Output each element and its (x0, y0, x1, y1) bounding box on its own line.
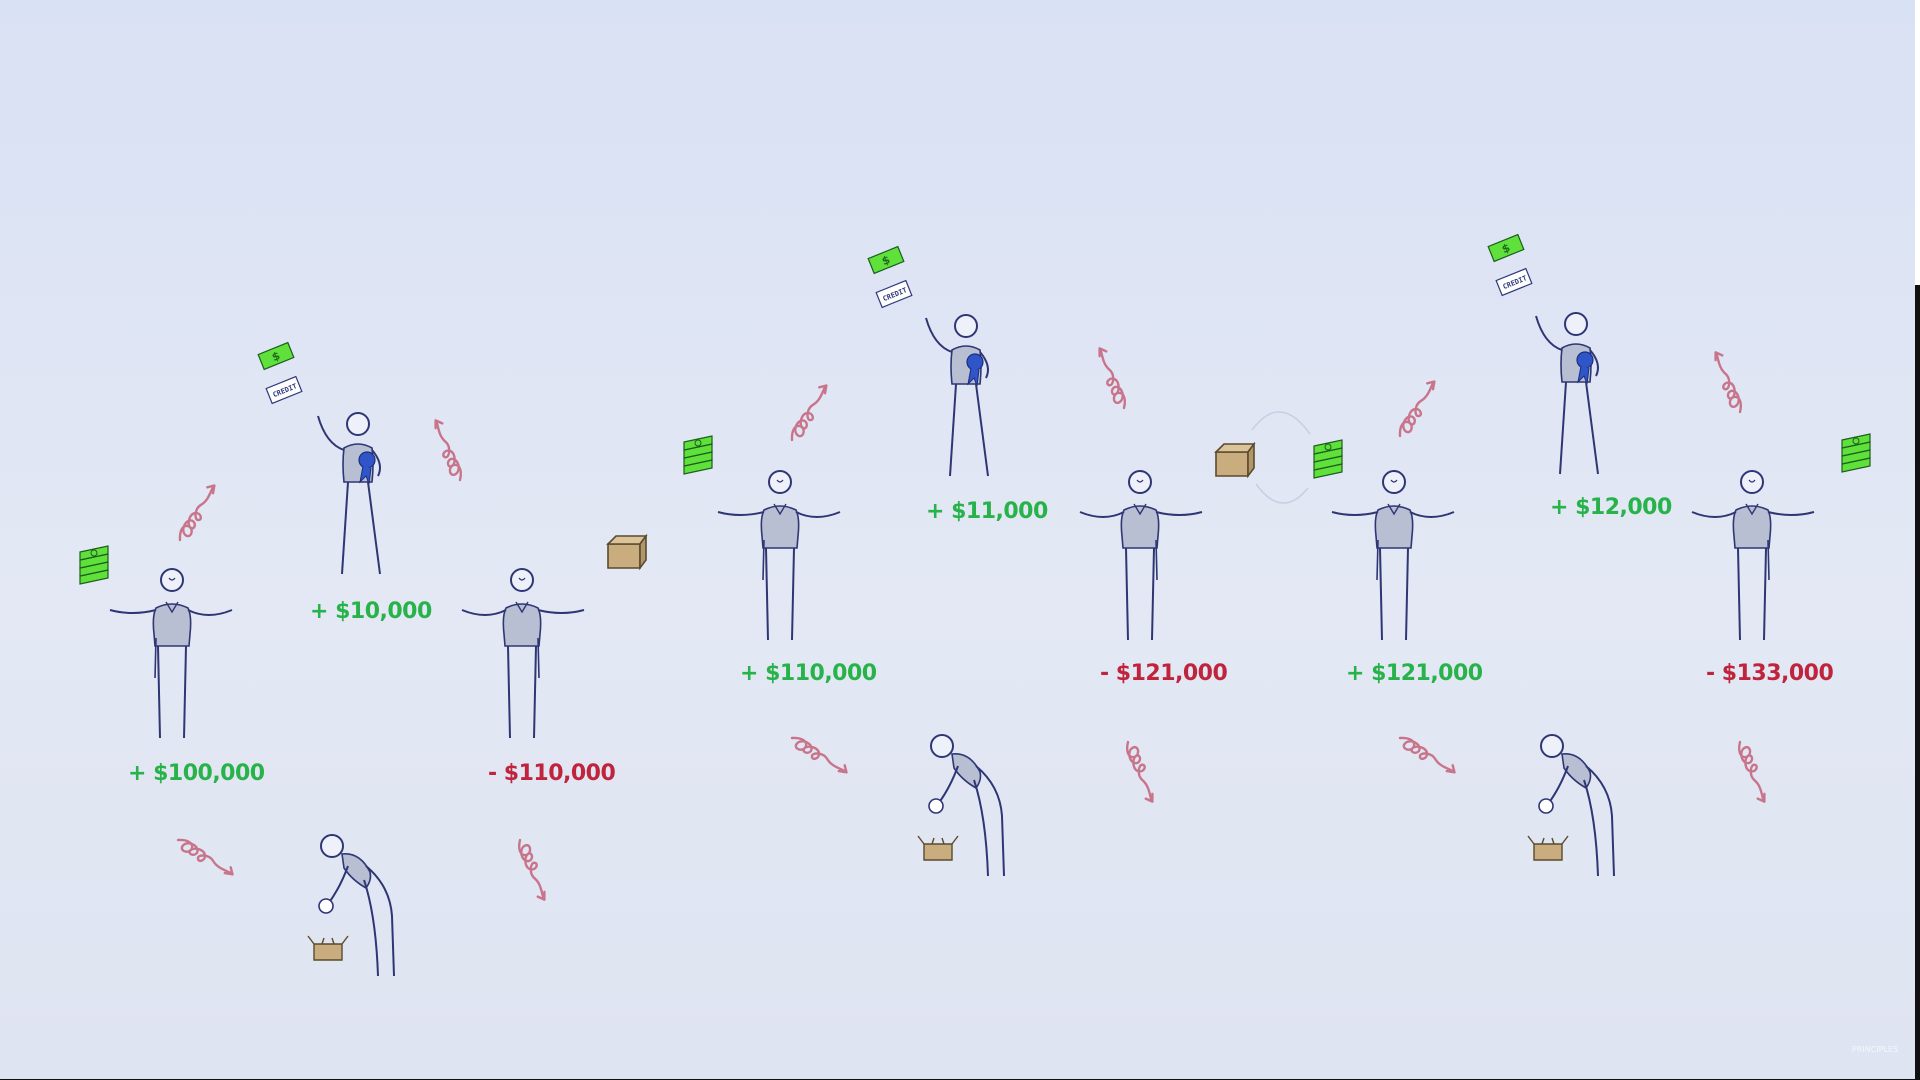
worker-figure (1527, 734, 1615, 877)
borrower-figure (717, 470, 841, 641)
borrower-figure (109, 568, 233, 739)
credit-note-icon: CREDIT (875, 279, 913, 309)
cash-bill-icon: $ (1487, 233, 1525, 263)
cash-bill-icon: $ (257, 341, 295, 371)
credit-note-icon: CREDIT (265, 375, 303, 405)
lender-figure (461, 568, 585, 739)
banker-amount: + $10,000 (310, 599, 432, 624)
lender-figure (1079, 470, 1203, 641)
spiral-arrow-icon (1718, 739, 1786, 805)
worker-figure (307, 834, 395, 977)
watermark-text: PRINCIPLES (1852, 1045, 1898, 1054)
left-amount: + $110,000 (740, 661, 877, 686)
spiral-arrow-icon (1397, 720, 1458, 790)
credit-note-icon: CREDIT (1495, 267, 1533, 297)
spiral-arrow-icon (1694, 349, 1762, 415)
cash-bill-icon: $ (867, 245, 905, 275)
spiral-arrow-icon (175, 822, 236, 892)
spiral-arrow-icon (774, 382, 844, 443)
spiral-arrow-icon (414, 417, 482, 483)
money-stack-icon (683, 435, 713, 475)
cycle-3: + $121,000 $ CREDIT + $12,000 - $133,000 (1313, 233, 1871, 877)
worker-figure (917, 734, 1005, 877)
left-amount: + $121,000 (1346, 661, 1483, 686)
left-amount: + $100,000 (128, 761, 265, 786)
svg-text:$: $ (1500, 241, 1512, 256)
spiral-arrow-icon (498, 837, 566, 903)
vertical-scrollbar[interactable] (1915, 0, 1920, 1080)
svg-text:$: $ (880, 253, 892, 268)
spiral-arrow-icon (1106, 739, 1174, 805)
money-stack-icon (79, 545, 109, 585)
banker-amount: + $11,000 (926, 499, 1048, 524)
cycle-2: + $110,000 $ CREDIT + $11,000 - $121,000 (683, 245, 1311, 877)
lender-figure (1691, 470, 1815, 641)
cardboard-box-icon (607, 535, 647, 569)
right-amount: - $121,000 (1100, 661, 1227, 686)
banker-figure (925, 314, 989, 477)
banker-figure (317, 412, 381, 575)
scrollbar-thumb[interactable] (1915, 0, 1920, 285)
cardboard-box-icon (1215, 443, 1255, 477)
spiral-arrow-icon (1078, 345, 1146, 411)
money-stack-icon (1841, 433, 1871, 473)
spiral-arrow-icon (162, 482, 232, 543)
banker-figure (1535, 312, 1599, 475)
money-stack-icon (1313, 439, 1343, 479)
cycle-1: + $100,000 $ CREDIT + $10,000 - $110,000 (79, 341, 647, 977)
borrower-figure (1331, 470, 1455, 641)
banker-amount: + $12,000 (1550, 495, 1672, 520)
spiral-arrow-icon (1382, 378, 1452, 439)
svg-text:$: $ (270, 349, 282, 364)
right-amount: - $133,000 (1706, 661, 1833, 686)
right-amount: - $110,000 (488, 761, 615, 786)
spiral-arrow-icon (789, 720, 850, 790)
